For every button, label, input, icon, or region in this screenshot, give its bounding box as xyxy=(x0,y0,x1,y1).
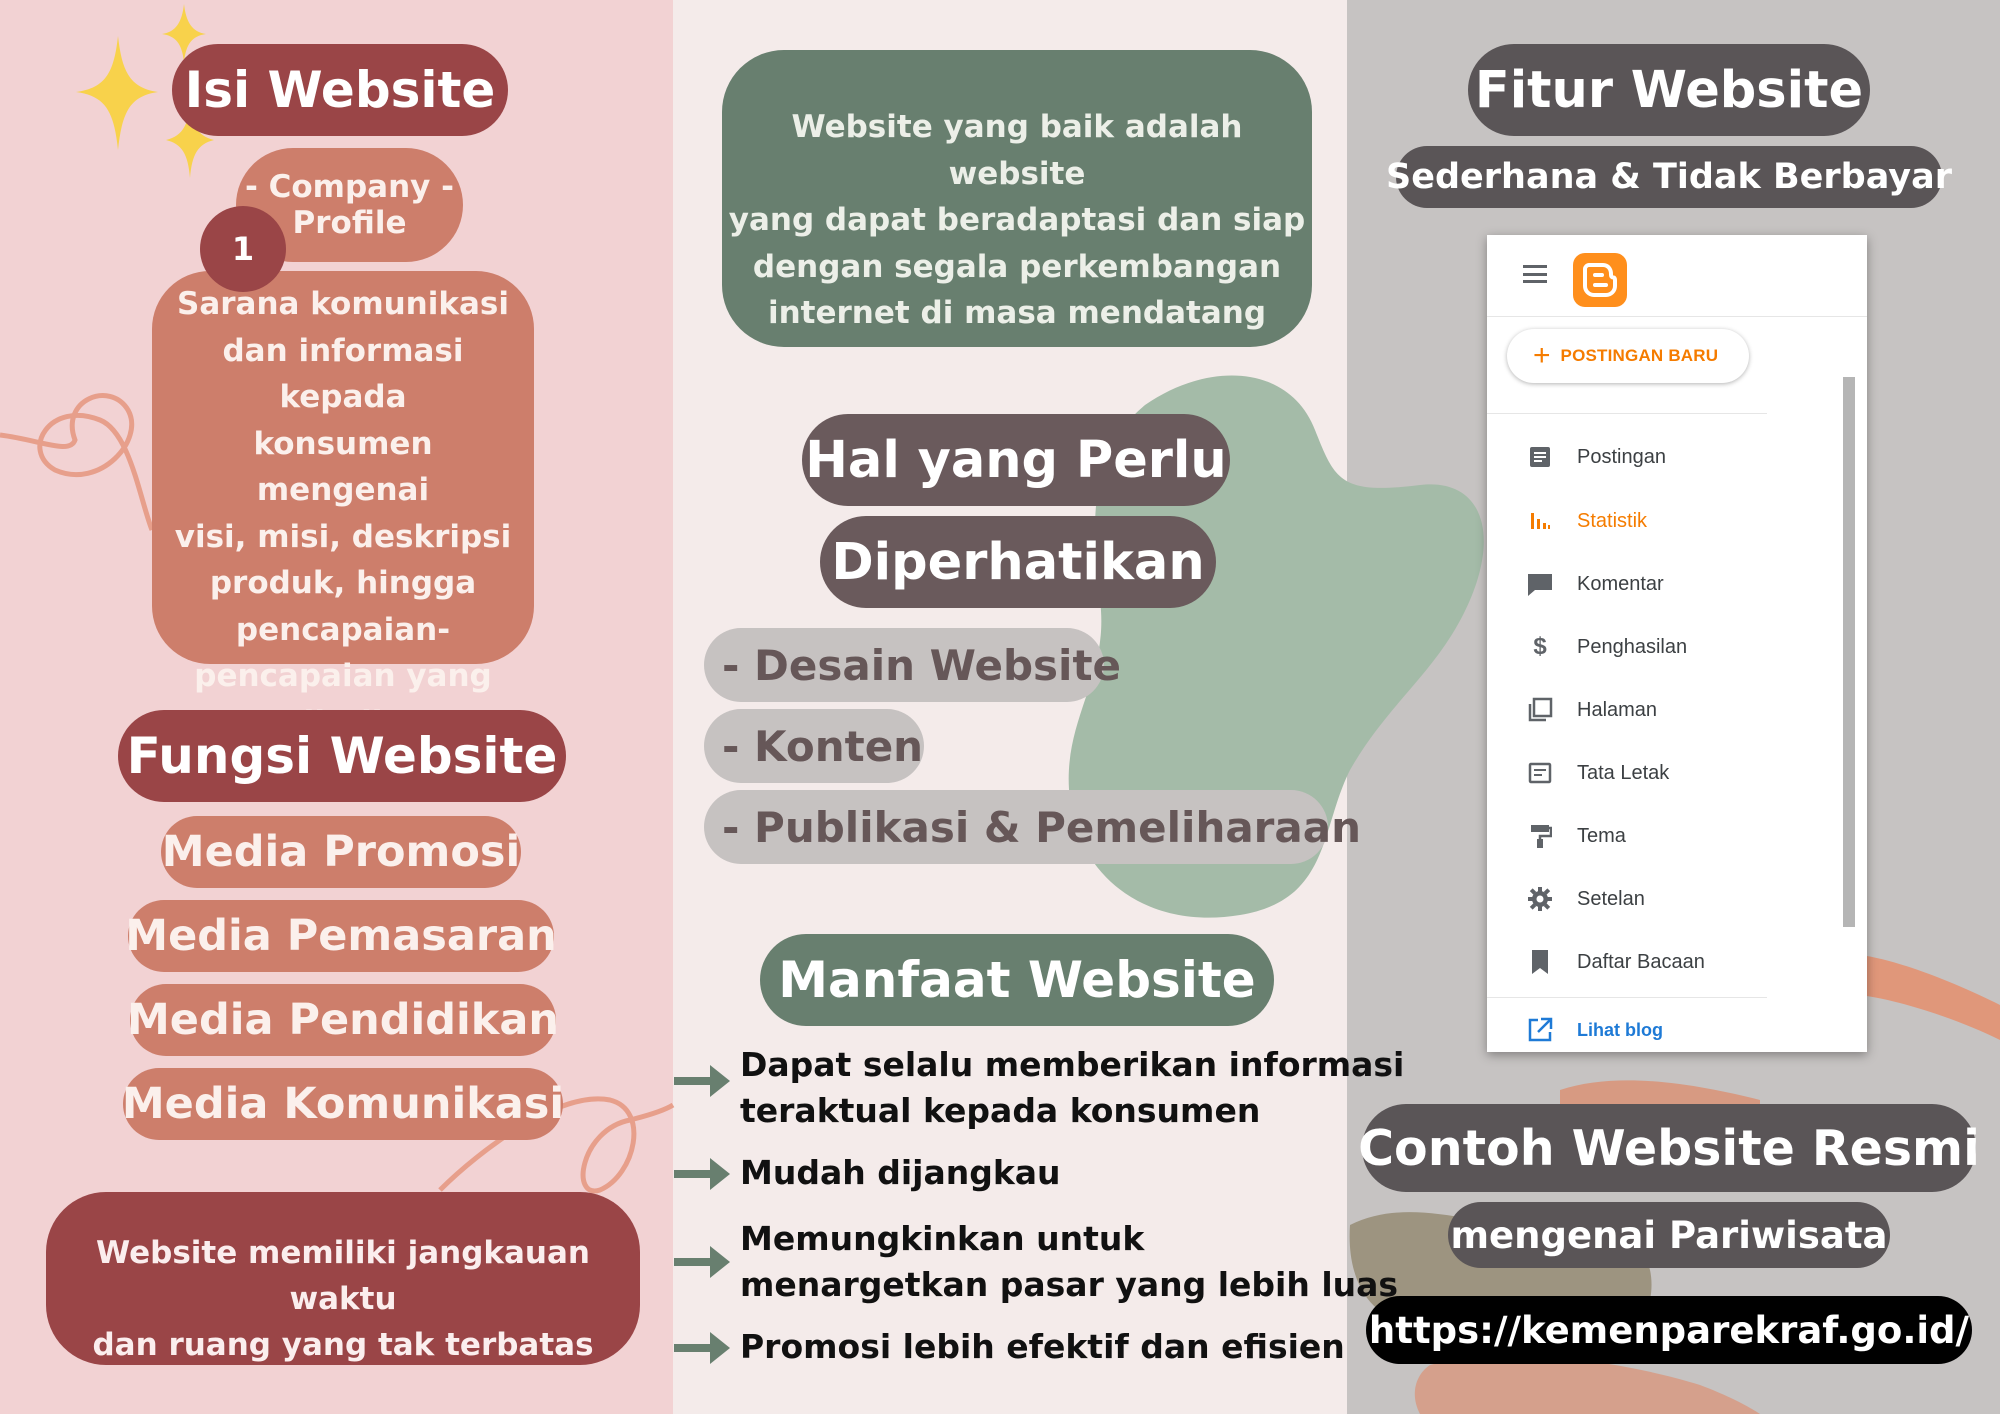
benefit-item: Dapat selalu memberikan informasi terakt… xyxy=(740,1045,1405,1130)
company-profile-label: - Company - Profile xyxy=(236,148,463,262)
paint-roller-icon xyxy=(1525,821,1555,851)
blogger-menu-screenshot: + POSTINGAN BARU Postingan Statistik Kom… xyxy=(1487,235,1867,1052)
hamburger-menu-icon[interactable] xyxy=(1523,265,1547,283)
menu-label: Statistik xyxy=(1577,509,1648,532)
layout-icon xyxy=(1525,758,1555,788)
menu-divider xyxy=(1487,997,1767,998)
contoh-website-title: Contoh Website Resmi xyxy=(1358,1104,1980,1192)
menu-label: Setelan xyxy=(1577,887,1645,910)
swirl-line-shape xyxy=(0,393,155,531)
arrow-right-icon xyxy=(674,1065,730,1097)
menu-divider xyxy=(1487,413,1767,414)
open-external-icon xyxy=(1525,1015,1555,1045)
menu-item-setelan[interactable]: Setelan xyxy=(1525,879,1645,919)
arrow-right-icon xyxy=(674,1332,730,1364)
sparkle-icon xyxy=(76,36,158,150)
document-icon xyxy=(1525,442,1555,472)
fungsi-website-title: Fungsi Website xyxy=(118,710,566,802)
dollar-icon: $ xyxy=(1533,633,1547,660)
menu-item-tema[interactable]: Tema xyxy=(1525,816,1626,856)
menu-label: Daftar Bacaan xyxy=(1577,950,1705,973)
benefit-item: Mudah dijangkau xyxy=(740,1153,1061,1192)
menu-label: Halaman xyxy=(1577,698,1658,721)
menu-label: Tema xyxy=(1577,824,1626,847)
jangkauan-note: Website memiliki jangkauan waktu dan rua… xyxy=(46,1192,640,1365)
hal-item: - Desain Website xyxy=(704,628,1121,702)
benefit-item: Memungkinkan untuk menargetkan pasar yan… xyxy=(740,1219,1399,1304)
arrow-right-icon xyxy=(674,1246,730,1278)
manfaat-website-title: Manfaat Website xyxy=(760,934,1274,1026)
comment-icon xyxy=(1525,569,1555,599)
sage-blob-shape xyxy=(1068,375,1484,918)
kemenparekraf-url-link[interactable]: https://kemenparekraf.go.id/ xyxy=(1366,1296,1972,1364)
sarana-description: Sarana komunikasi dan informasi kepada k… xyxy=(152,271,534,741)
mengenai-pariwisata-subtitle: mengenai Pariwisata xyxy=(1448,1202,1890,1268)
media-item: Media Komunikasi xyxy=(122,1068,564,1140)
menu-item-halaman[interactable]: Halaman xyxy=(1525,690,1657,730)
menu-item-daftar-bacaan[interactable]: Daftar Bacaan xyxy=(1525,942,1705,982)
menu-label: Tata Letak xyxy=(1577,761,1670,784)
arrow-right-icon xyxy=(674,1158,730,1190)
sparkle-icon xyxy=(162,4,206,62)
menu-item-postingan[interactable]: Postingan xyxy=(1525,437,1666,477)
menu-label: Komentar xyxy=(1577,572,1664,595)
media-item: Media Promosi xyxy=(161,816,521,888)
peach-bottom-shape xyxy=(1414,1355,1760,1414)
hal-perlu-title-line1: Hal yang Perlu xyxy=(802,414,1230,506)
hal-perlu-title-line2: Diperhatikan xyxy=(820,516,1216,608)
quote-box: Website yang baik adalah website yang da… xyxy=(722,50,1312,347)
number-badge: 1 xyxy=(200,206,286,292)
blogger-topbar xyxy=(1487,235,1867,317)
bookmark-icon xyxy=(1525,947,1555,977)
media-item: Media Pemasaran xyxy=(125,900,557,972)
gear-icon xyxy=(1525,884,1555,914)
sparkle-icon xyxy=(166,104,214,178)
fitur-website-title: Fitur Website xyxy=(1468,44,1870,136)
blogger-logo-icon[interactable] xyxy=(1573,253,1627,307)
scrollbar[interactable] xyxy=(1843,377,1855,927)
new-post-button[interactable]: + POSTINGAN BARU xyxy=(1507,329,1749,383)
peach-stroke-shape-2 xyxy=(1860,955,2000,1040)
menu-item-penghasilan[interactable]: $ Penghasilan xyxy=(1525,627,1687,667)
sederhana-subtitle: Sederhana & Tidak Berbayar xyxy=(1386,146,1952,208)
view-blog-label: Lihat blog xyxy=(1577,1019,1663,1040)
view-blog-link[interactable]: Lihat blog xyxy=(1525,1015,1663,1045)
menu-item-komentar[interactable]: Komentar xyxy=(1525,564,1664,604)
hal-item: - Konten xyxy=(704,709,924,783)
hal-item: - Publikasi & Pemeliharaan xyxy=(704,790,1361,864)
menu-label: Penghasilan xyxy=(1577,635,1688,658)
bar-chart-icon xyxy=(1525,506,1555,536)
pages-icon xyxy=(1525,695,1555,725)
plus-icon: + xyxy=(1533,339,1551,372)
menu-item-statistik[interactable]: Statistik xyxy=(1525,501,1647,541)
menu-item-tata-letak[interactable]: Tata Letak xyxy=(1525,753,1669,793)
isi-website-title: Isi Website xyxy=(172,44,508,136)
new-post-label: POSTINGAN BARU xyxy=(1560,346,1719,365)
media-item: Media Pendidikan xyxy=(127,984,559,1056)
menu-label: Postingan xyxy=(1577,445,1666,468)
benefit-item: Promosi lebih efektif dan efisien xyxy=(740,1327,1345,1366)
